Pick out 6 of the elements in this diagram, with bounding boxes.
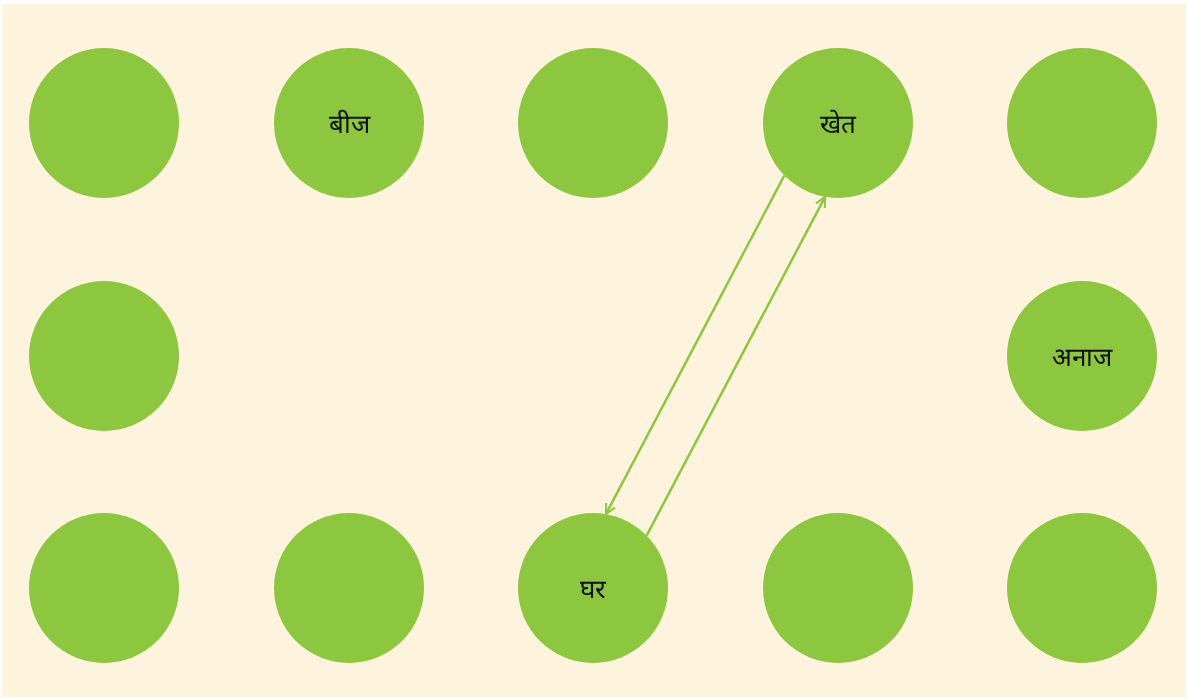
node-label: बीज: [328, 108, 370, 141]
arrow: [604, 174, 786, 516]
node-label: खेत: [820, 108, 856, 141]
node-label: अनाज: [1052, 341, 1112, 374]
node-label: घर: [580, 573, 606, 606]
arrow: [645, 195, 827, 537]
